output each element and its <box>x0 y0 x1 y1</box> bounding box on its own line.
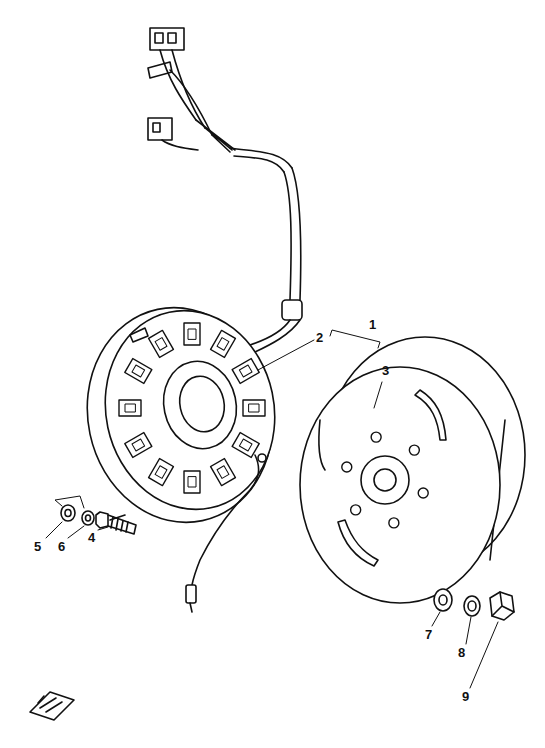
coil-core <box>239 365 252 377</box>
rotor <box>300 337 525 603</box>
callout-number: 8 <box>458 646 465 659</box>
callout-number: 5 <box>34 540 41 553</box>
rotor-hole <box>351 505 361 515</box>
callout-number: 2 <box>316 331 323 344</box>
coil <box>184 323 200 345</box>
coil <box>184 471 200 493</box>
rotor-hole <box>409 445 419 455</box>
coil-core <box>249 404 259 412</box>
coil-core <box>155 338 167 351</box>
rotor-hole <box>418 488 428 498</box>
callout-number: 9 <box>462 690 469 703</box>
callout-number: 4 <box>88 531 95 544</box>
callout-number: 7 <box>425 628 432 641</box>
coil <box>149 459 174 486</box>
leader-lines <box>46 330 498 688</box>
coil <box>125 359 152 384</box>
callout-number: 6 <box>58 540 65 553</box>
coil-core <box>217 338 229 351</box>
coil <box>149 330 174 357</box>
coil <box>232 433 259 458</box>
stator <box>68 290 293 612</box>
fasteners <box>61 505 514 620</box>
rotor-hole <box>342 462 352 472</box>
coil-core <box>188 329 196 339</box>
rotor-hole <box>389 518 399 528</box>
coil-core <box>125 404 135 412</box>
coil <box>119 400 141 416</box>
coil-core <box>239 439 252 451</box>
callout-number: 3 <box>382 364 389 377</box>
coil <box>243 400 265 416</box>
coil <box>211 459 236 486</box>
coil <box>211 330 236 357</box>
callout-number: 1 <box>369 318 376 331</box>
coil-core <box>188 477 196 487</box>
coil-core <box>217 466 229 479</box>
coil-core <box>132 365 145 377</box>
coil <box>232 359 259 384</box>
rotor-hole <box>371 432 381 442</box>
front-mark-icon <box>30 692 74 720</box>
coil-core <box>155 466 167 479</box>
coil-core <box>132 439 145 451</box>
coil <box>125 433 152 458</box>
wire-connectors <box>148 28 302 352</box>
